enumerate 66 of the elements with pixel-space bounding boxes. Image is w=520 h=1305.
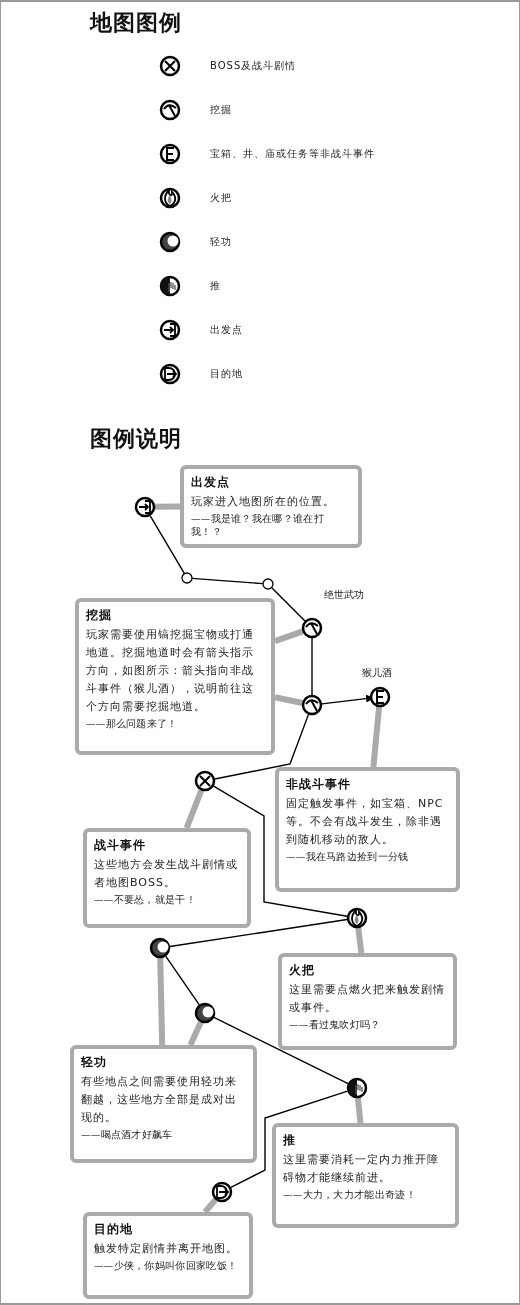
callout-quote: ——看过鬼吹灯吗？ bbox=[289, 1019, 382, 1032]
callout-text: 这些地方会发生战斗剧情或者地图BOSS。 bbox=[94, 857, 239, 891]
legend-label: 目的地 bbox=[210, 367, 243, 381]
callout-title: 挖掘 bbox=[86, 607, 113, 624]
legend-label: 挖掘 bbox=[210, 103, 232, 117]
legend-label: 推 bbox=[210, 279, 221, 293]
path-line bbox=[270, 586, 306, 622]
callout-box bbox=[272, 1123, 459, 1228]
node-caption: 猴儿酒 bbox=[362, 666, 392, 680]
path-line bbox=[214, 713, 310, 780]
callout-title: 战斗事件 bbox=[94, 837, 147, 854]
callout-text: 玩家需要使用镐挖掘宝物或打通地道。挖掘地道时会有箭头指示方向，如图所示：箭头指向非战斗事件（猴儿酒），说明前往这个方向需要挖掘地道。 bbox=[86, 627, 255, 715]
crossed-circle-icon bbox=[194, 770, 216, 792]
section-heading: 图例说明 bbox=[90, 424, 182, 453]
event-icon bbox=[369, 686, 391, 708]
legend-label: 出发点 bbox=[210, 323, 243, 337]
legend-label: 宝箱、井、庙或任务等非战斗事件 bbox=[210, 147, 375, 161]
legend-label: BOSS及战斗剧情 bbox=[210, 59, 297, 73]
callout-title: 目的地 bbox=[94, 1221, 134, 1238]
callout-text: 这里需要点燃火把来触发剧情或事件。 bbox=[289, 982, 446, 1016]
legend-label: 火把 bbox=[210, 191, 232, 205]
flame-icon bbox=[346, 907, 368, 929]
crescent-icon bbox=[149, 937, 171, 959]
callout-title: 轻功 bbox=[81, 1054, 108, 1071]
callout-title: 出发点 bbox=[191, 474, 231, 491]
path-line bbox=[212, 785, 348, 917]
callout-quote: ——我在马路边捡到一分钱 bbox=[286, 851, 410, 864]
callout-quote: ——那么问题来了！ bbox=[86, 718, 179, 731]
callout-box bbox=[70, 1045, 257, 1163]
enter-icon bbox=[134, 496, 156, 518]
exit-icon bbox=[211, 1181, 233, 1203]
callout-quote: ——喝点酒才好飙车 bbox=[81, 1129, 174, 1142]
crescent-icon bbox=[194, 1002, 216, 1024]
callout-quote: ——不要怂，就是干！ bbox=[94, 894, 197, 907]
callout-text: 有些地点之间需要使用轻功来翻越，这些地方全部是成对出现的。 bbox=[81, 1074, 238, 1126]
callout-title: 非战斗事件 bbox=[286, 776, 352, 793]
callout-quote: ——大力，大力才能出奇迹！ bbox=[283, 1189, 417, 1202]
callout-box bbox=[278, 953, 457, 1050]
callout-text: 玩家进入地图所在的位置。 bbox=[191, 494, 336, 510]
path-line bbox=[191, 577, 264, 585]
hand-icon bbox=[346, 1077, 368, 1099]
waypoint-circle bbox=[181, 572, 193, 584]
path-line bbox=[311, 637, 313, 696]
legend-label: 轻功 bbox=[210, 235, 232, 249]
callout-text: 固定触发事件，如宝箱、NPC等。不会有战斗发生，除非遇到随机移动的敌人。 bbox=[286, 796, 445, 848]
callout-box bbox=[275, 767, 460, 892]
callout-title: 推 bbox=[283, 1132, 297, 1149]
waypoint-circle bbox=[262, 578, 274, 590]
path-line bbox=[230, 1090, 349, 1189]
callout-quote: ——我是谁？我在哪？谁在打我！？ bbox=[191, 513, 325, 539]
path-line bbox=[149, 514, 186, 575]
path-line bbox=[213, 1016, 349, 1085]
callout-quote: ——少侠，你妈叫你回家吃饭！ bbox=[94, 1260, 239, 1273]
legend-heading: 地图图例 bbox=[90, 8, 182, 37]
callout-title: 火把 bbox=[289, 962, 316, 979]
callout-box bbox=[180, 465, 362, 548]
path-line bbox=[165, 955, 200, 1006]
callout-box bbox=[75, 598, 275, 755]
pickaxe-icon bbox=[301, 617, 323, 639]
callout-text: 这里需要消耗一定内力推开障碍物才能继续前进。 bbox=[283, 1152, 440, 1186]
pickaxe-icon bbox=[301, 694, 323, 716]
callout-text: 触发特定剧情并离开地图。 bbox=[94, 1241, 239, 1257]
path-line bbox=[169, 918, 348, 948]
node-caption: 绝世武功 bbox=[324, 588, 364, 602]
callout-box bbox=[83, 1212, 253, 1299]
callout-box bbox=[83, 828, 251, 928]
